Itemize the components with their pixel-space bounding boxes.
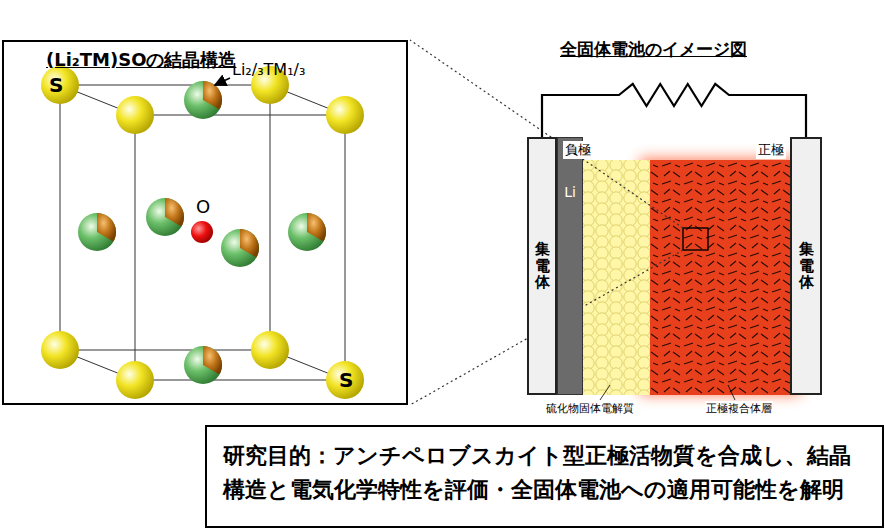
layer-label: 硫化物固体電解質 bbox=[545, 401, 635, 416]
lithium-anode: Li bbox=[557, 137, 583, 395]
layer-label: 正極複合体層 bbox=[705, 401, 773, 416]
collector-label: 集電体 bbox=[535, 241, 550, 291]
atom-label: S bbox=[49, 73, 63, 97]
anode-label: Li bbox=[564, 184, 576, 200]
current-collector: 集電体 bbox=[527, 137, 557, 395]
atom-label: S bbox=[339, 368, 353, 392]
atom-label: O bbox=[196, 196, 210, 217]
section-heading: 全固体電池のイメージ図 bbox=[560, 38, 747, 61]
panel-heading: (Li₂TM)SOの結晶構造 bbox=[46, 48, 236, 72]
electrode-label: 負極 bbox=[563, 141, 593, 159]
site-label: Li₂/₃TM₁/₃ bbox=[232, 60, 305, 79]
circuit-wire bbox=[542, 84, 806, 137]
purpose-box: 研究目的：アンチペロブスカイト型正極活物質を合成し、結晶構造と電気化学特性を評価… bbox=[205, 425, 884, 528]
purpose-text: 研究目的：アンチペロブスカイト型正極活物質を合成し、結晶構造と電気化学特性を評価… bbox=[223, 439, 866, 507]
current-collector: 集電体 bbox=[790, 137, 822, 395]
collector-label: 集電体 bbox=[799, 241, 814, 291]
electrode-label: 正極 bbox=[756, 141, 786, 159]
